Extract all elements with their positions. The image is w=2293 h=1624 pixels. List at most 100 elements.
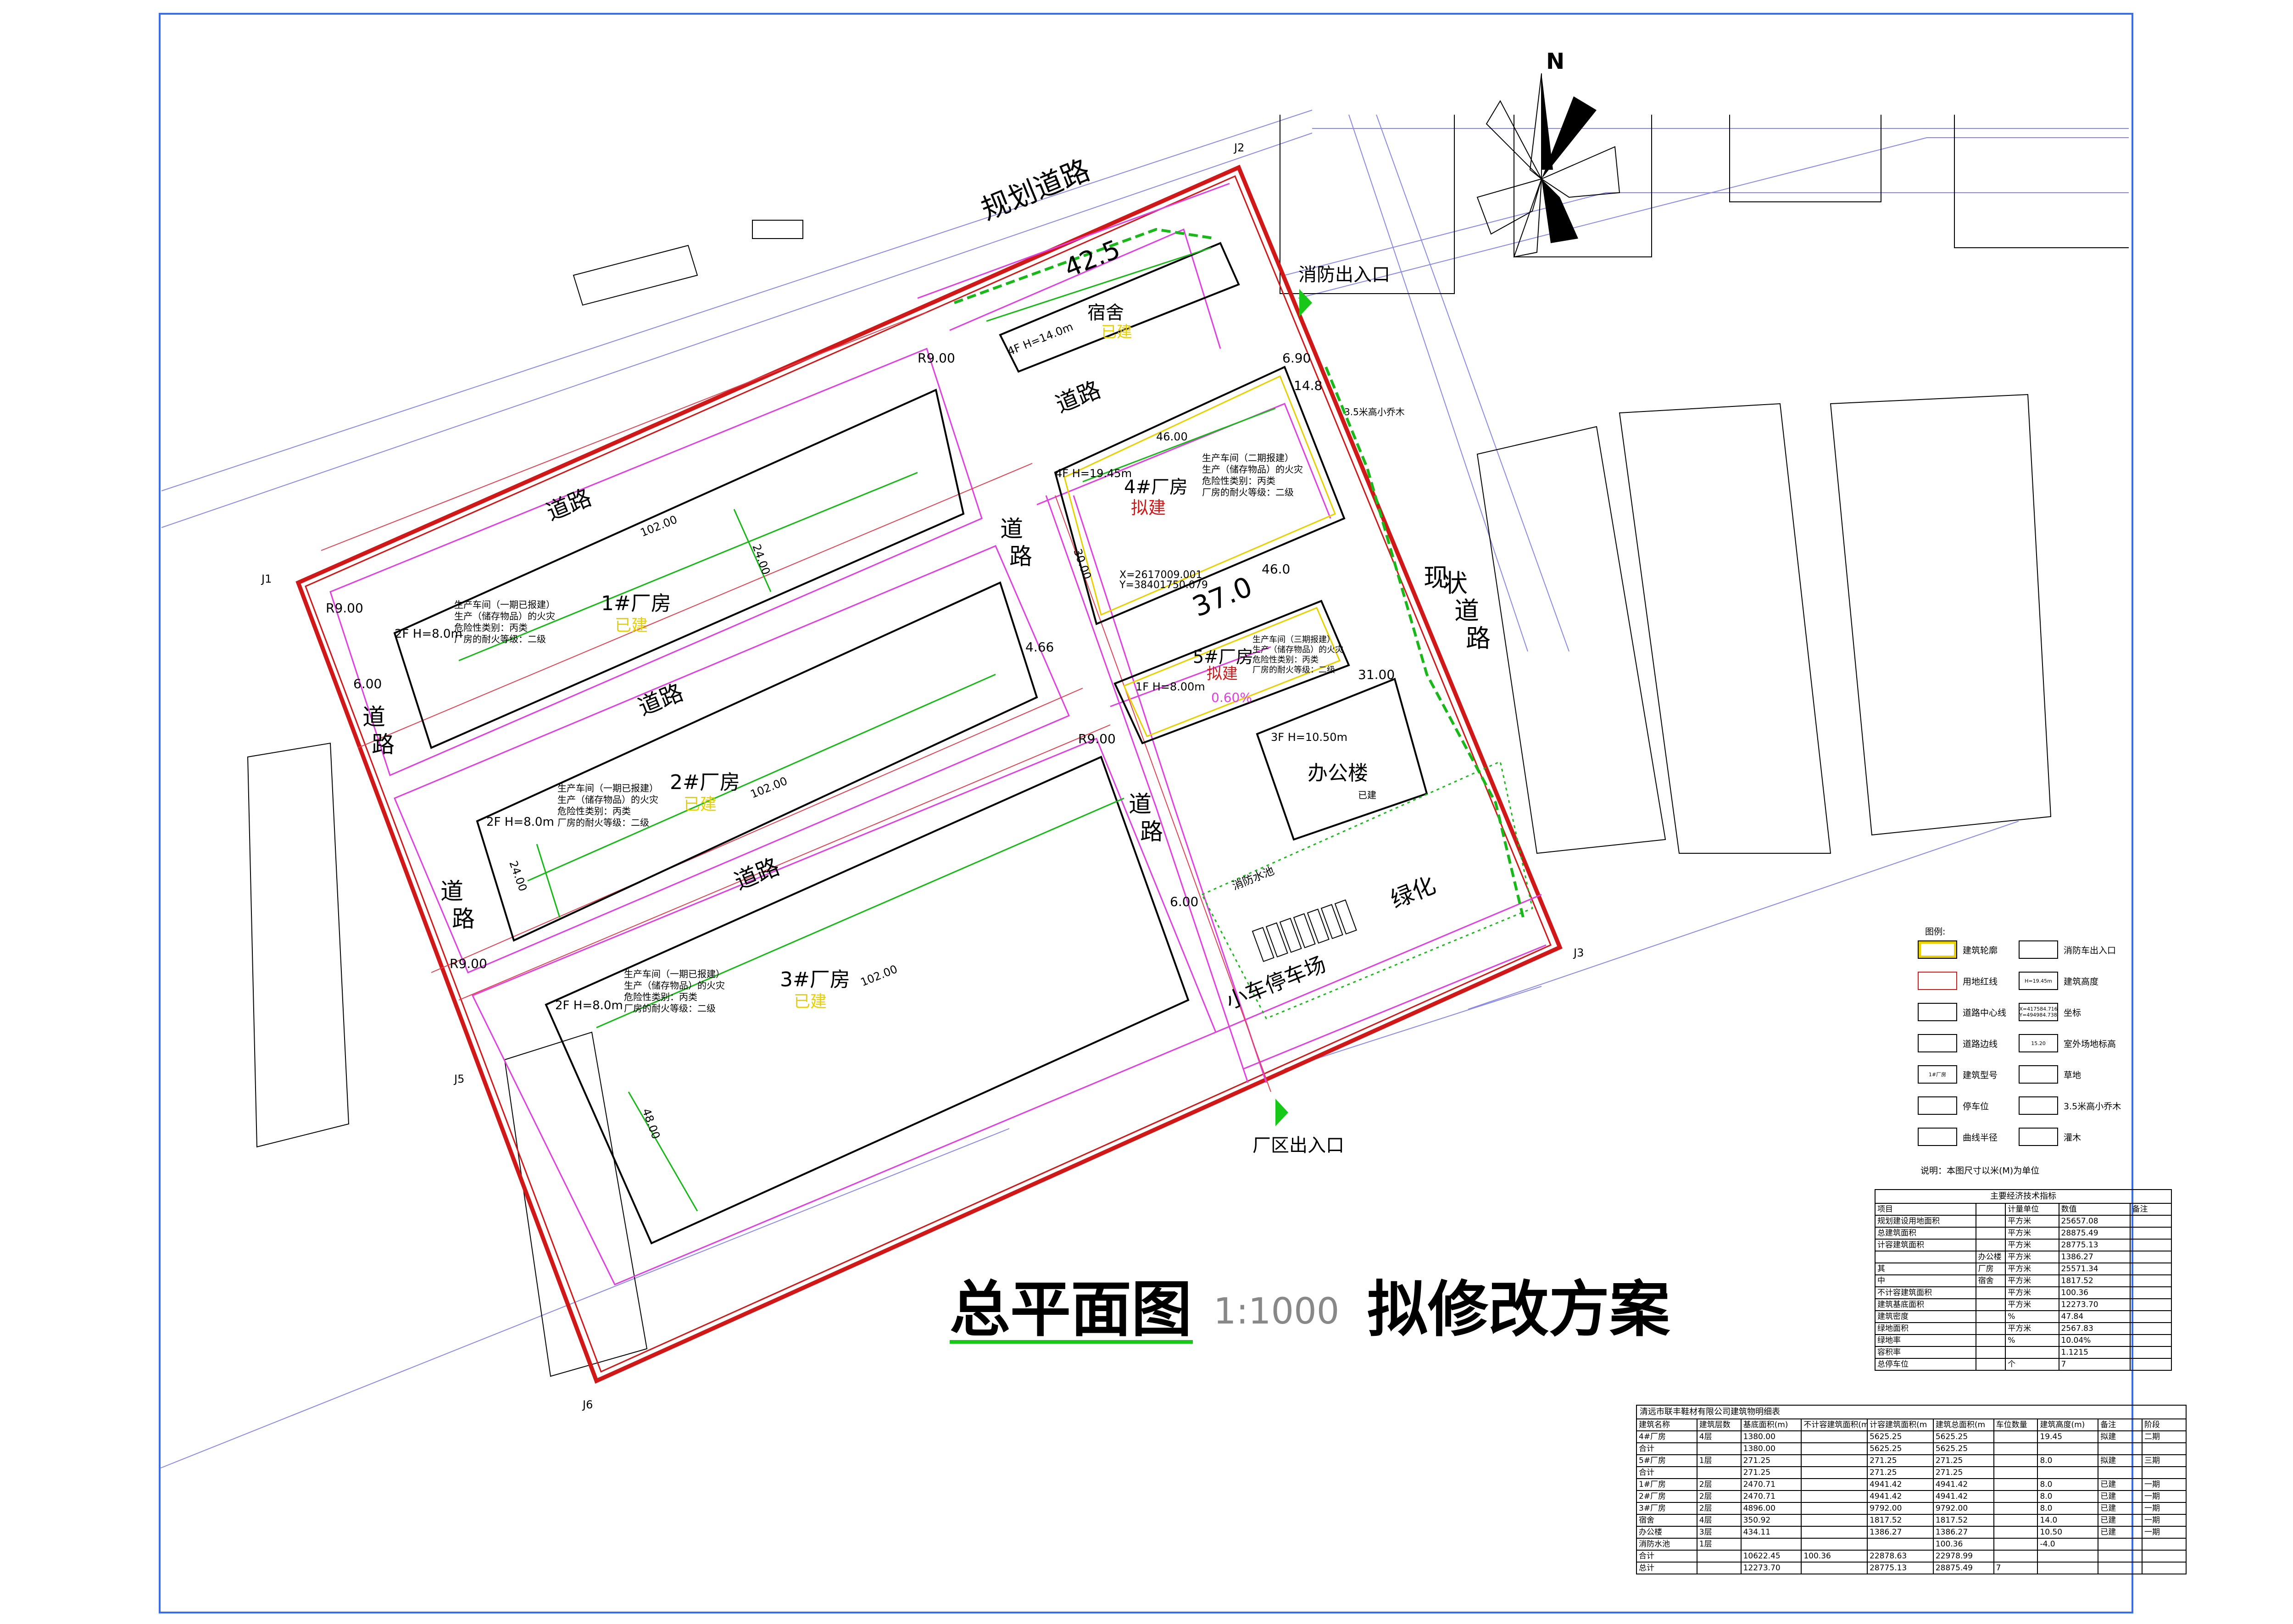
build-table-cell: 8.0 (2037, 1490, 2099, 1503)
svg-text:6.00: 6.00 (353, 676, 382, 691)
svg-text:路: 路 (1009, 543, 1032, 570)
build-table-cell: 拟建 (2098, 1430, 2143, 1443)
build-table-cell: 已建 (2098, 1490, 2143, 1503)
build-table-cell: 已建 (2098, 1526, 2143, 1539)
econ-table-header-cell: 计量单位 (2005, 1203, 2059, 1216)
svg-text:道路: 道路 (634, 679, 687, 721)
build-table-cell (1801, 1502, 1868, 1515)
build-table-cell (2098, 1466, 2143, 1479)
econ-table-cell: 1386.27 (2058, 1251, 2131, 1263)
build-table-cell: 拟建 (2098, 1454, 2143, 1467)
build-table-cell: 一期 (2142, 1526, 2187, 1539)
legend-label: 建筑型号 (1963, 1070, 1998, 1080)
building-2-outline (476, 581, 1038, 942)
trees-label: 3.5米高小乔木 (1344, 406, 1405, 417)
build-table-cell: 10.50 (2037, 1526, 2099, 1539)
svg-text:路: 路 (1466, 624, 1491, 653)
svg-text:R9.00: R9.00 (450, 956, 487, 971)
plant-exit-marker: 厂区出入口 (1252, 1099, 1344, 1156)
build-table-cell: 2470.71 (1740, 1478, 1802, 1491)
build-table-cell: 5#厂房 (1636, 1454, 1697, 1467)
build-table-cell: 8.0 (2037, 1502, 2099, 1515)
econ-table-cell (2129, 1286, 2172, 1299)
econ-table-cell: 10.04% (2058, 1334, 2131, 1347)
svg-text:道: 道 (362, 704, 385, 730)
build-table-cell: 271.25 (1932, 1466, 1994, 1479)
build-table-cell: 4941.42 (1932, 1490, 1994, 1503)
svg-text:生产（储存物品）的火灾: 生产（储存物品）的火灾 (557, 794, 658, 805)
build-table-cell: 宿舍 (1636, 1514, 1697, 1527)
build-table-header-cell: 建筑层数 (1696, 1418, 1742, 1431)
legend-item: 道路边线 (1918, 1034, 1998, 1052)
econ-table-cell: 建筑密度 (1875, 1310, 1976, 1323)
econ-table-cell: 12273.70 (2058, 1298, 2131, 1311)
build-table-cell (1993, 1502, 2038, 1515)
svg-text:厂房的耐火等级：二级: 厂房的耐火等级：二级 (1252, 665, 1335, 675)
north-arrow: N (1476, 49, 1620, 258)
svg-text:道: 道 (1129, 791, 1152, 818)
dimension-lines (458, 247, 1276, 1212)
build-table-cell (1801, 1442, 1868, 1455)
svg-text:厂房的耐火等级：二级: 厂房的耐火等级：二级 (454, 634, 546, 645)
svg-text:24.00: 24.00 (750, 542, 773, 576)
econ-table-cell (1975, 1346, 2006, 1359)
build-table-cell (1801, 1514, 1868, 1527)
build-table-header-cell: 阶段 (2142, 1418, 2187, 1431)
build-table-header-cell: 计容建筑面积(m (1867, 1418, 1934, 1431)
build-table-cell: 1380.00 (1740, 1430, 1802, 1443)
pool-label: 消防水池 (1230, 864, 1276, 893)
svg-text:2F H=8.0m: 2F H=8.0m (395, 627, 462, 641)
svg-text:厂区出入口: 厂区出入口 (1252, 1135, 1344, 1156)
building-3-status: 已建 (794, 992, 827, 1011)
build-table-cell: 4层 (1696, 1514, 1742, 1527)
build-table-cell: 271.25 (1740, 1466, 1802, 1479)
build-table-cell: 三期 (2142, 1454, 2187, 1467)
econ-table-cell: 28875.49 (2058, 1227, 2131, 1240)
build-table-cell: 28875.49 (1932, 1562, 1994, 1574)
boundary-point-labels: J1 J2 J3 J5 J6 (261, 141, 1584, 1411)
econ-table-header-cell: 备注 (2129, 1203, 2172, 1216)
legend-label: 停车位 (1963, 1101, 1989, 1112)
svg-text:31.00: 31.00 (1358, 667, 1395, 682)
econ-table-cell: 2567.83 (2058, 1322, 2131, 1335)
build-table-cell (1993, 1466, 2038, 1479)
build-table-cell: 271.25 (1932, 1454, 1994, 1467)
building-1-labels: 1#厂房 已建 2F H=8.0m 生产车间（一期已报建） 生产（储存物品）的火… (395, 513, 773, 645)
build-table-cell (1696, 1466, 1742, 1479)
build-table-cell: 100.36 (1801, 1550, 1868, 1563)
svg-text:生产（储存物品）的火灾: 生产（储存物品）的火灾 (454, 611, 555, 622)
legend-item: 建筑轮廓 (1918, 940, 1998, 959)
build-table-cell (1696, 1562, 1742, 1574)
build-table-cell: 合计 (1636, 1442, 1697, 1455)
econ-table-cell: 平方米 (2005, 1251, 2059, 1263)
legend-item: 草地 (2019, 1065, 2081, 1084)
build-table-cell: 4941.42 (1867, 1478, 1934, 1491)
road-centerlines (321, 311, 1271, 1092)
econ-table-cell: 平方米 (2005, 1227, 2059, 1240)
build-table-cell: 271.25 (1867, 1454, 1934, 1467)
build-table-cell: 2层 (1696, 1502, 1742, 1515)
svg-text:4F H=19.45m: 4F H=19.45m (1055, 467, 1132, 480)
build-table-header-cell: 车位数量 (1993, 1418, 2038, 1431)
legend-symbol-coord-tag: X=417584.716 Y=494984.738 (2019, 1003, 2058, 1021)
econ-table-cell: 1817.52 (2058, 1274, 2131, 1287)
econ-table-cell: 绿地面积 (1875, 1322, 1976, 1335)
svg-text:J6: J6 (582, 1398, 593, 1411)
build-table-cell: 总计 (1636, 1562, 1697, 1574)
econ-table-cell (1975, 1334, 2006, 1347)
svg-text:生产车间（三期报建）: 生产车间（三期报建） (1252, 635, 1335, 645)
office-outline (1256, 678, 1428, 841)
build-table-cell: 一期 (2142, 1514, 2187, 1527)
build-table-cell (1993, 1478, 2038, 1491)
legend-symbol-shrub (2019, 1128, 2058, 1146)
build-table-cell (1993, 1454, 2038, 1467)
build-table-cell (2037, 1442, 2099, 1455)
